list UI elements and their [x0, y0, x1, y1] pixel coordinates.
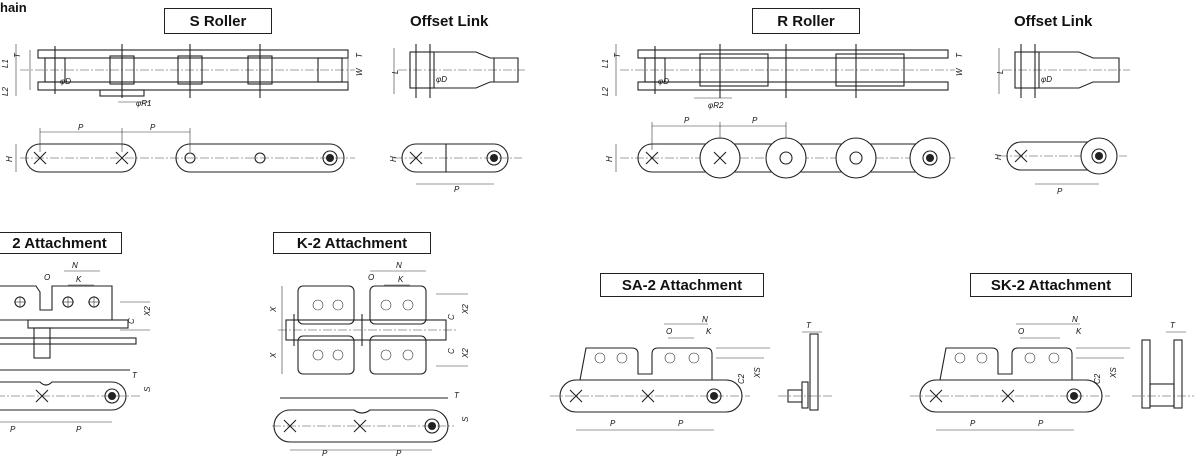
- a2-attachment-label: 2 Attachment: [0, 232, 122, 254]
- dim-o-a2: O: [44, 273, 50, 282]
- dim-l: L: [391, 70, 400, 74]
- dim-t-k2: T: [454, 391, 460, 400]
- dim-k-sk2: K: [1076, 327, 1082, 336]
- dim-x2-k2-2: X2: [461, 348, 470, 359]
- dim-phid-3: φD: [1041, 75, 1052, 84]
- k2-attachment-drawing: N K O X X C C X2 X2 T S P P: [269, 261, 470, 457]
- dim-h-offset-1: H: [389, 156, 398, 162]
- dim-t-r: T: [613, 52, 622, 58]
- dim-t-sk2: T: [1170, 321, 1176, 330]
- offset-link-label-2: Offset Link: [1014, 13, 1093, 30]
- dim-h-offset-2: H: [994, 154, 1003, 160]
- r-roller-side-view: P P H: [605, 116, 955, 179]
- dim-s-a2: S: [143, 386, 152, 392]
- dim-p1: P: [78, 123, 84, 132]
- dim-l1-r: L1: [601, 59, 610, 68]
- dim-x-k2-1: X: [269, 306, 278, 313]
- k2-attachment-label: K-2 Attachment: [273, 232, 431, 254]
- dim-l2: L2: [1, 87, 10, 96]
- dim-h: H: [5, 156, 14, 162]
- dim-k-sa2: K: [706, 327, 712, 336]
- sk2-attachment-drawing: N K O C2 XS P P T: [910, 315, 1194, 431]
- dim-x-k2-2: X: [269, 352, 278, 359]
- s-roller-top-view: T L1 L2 φD φR1 T W: [1, 44, 364, 108]
- page-title: hain: [0, 0, 27, 15]
- s-roller-label: S Roller: [164, 8, 272, 34]
- dim-c2-sa2: C2: [737, 373, 746, 384]
- dim-o-k2: O: [368, 273, 374, 282]
- dim-x2-a2: X2: [143, 306, 152, 317]
- dim-xs-sk2: XS: [1109, 367, 1118, 379]
- dim-p-offset-2: P: [1057, 187, 1063, 196]
- dim-n-sk2: N: [1072, 315, 1078, 324]
- dim-p-a2-1: P: [10, 425, 16, 434]
- dim-k-a2: K: [76, 275, 82, 284]
- dim-n-sa2: N: [702, 315, 708, 324]
- dim-o-sa2: O: [666, 327, 672, 336]
- dim-p-a2-2: P: [76, 425, 82, 434]
- dim-p-sa2-2: P: [678, 419, 684, 428]
- offset-link-side-view-1: P H: [389, 143, 522, 194]
- dim-c-k2-1: C: [447, 314, 456, 320]
- dim-p-k2-1: P: [322, 449, 328, 457]
- dim-k-k2: K: [398, 275, 404, 284]
- dim-x2-k2-1: X2: [461, 304, 470, 315]
- a2-attachment-drawing: N K O C X2 T S P P: [0, 261, 152, 434]
- dim-w: W: [355, 67, 364, 76]
- dim-t2: T: [355, 52, 364, 58]
- dim-l-2: L: [996, 70, 1005, 74]
- dim-o-sk2: O: [1018, 327, 1024, 336]
- r-roller-top-view: T L1 L2 φD φR2 T W: [601, 44, 964, 110]
- dim-h-r: H: [605, 156, 614, 162]
- dim-xs-sa2: XS: [753, 367, 762, 379]
- dim-phir1: φR1: [136, 99, 151, 108]
- offset-link-top-view-2: L φD: [996, 44, 1130, 98]
- dim-l2-r: L2: [601, 87, 610, 96]
- dim-p-r2: P: [752, 116, 758, 125]
- r-roller-label: R Roller: [752, 8, 860, 34]
- dim-t-sa2: T: [806, 321, 812, 330]
- dim-t-a2: T: [132, 371, 138, 380]
- sk2-attachment-label: SK-2 Attachment: [970, 273, 1132, 297]
- dim-p-offset-1: P: [454, 185, 460, 194]
- dim-phir2: φR2: [708, 101, 724, 110]
- dim-p2: P: [150, 123, 156, 132]
- dim-w-r: W: [955, 67, 964, 76]
- dim-s-k2: S: [461, 416, 470, 422]
- dim-t-r2: T: [955, 52, 964, 58]
- dim-c-a2: C: [127, 318, 136, 324]
- dim-t: T: [13, 52, 22, 58]
- sa2-attachment-drawing: N K O C2 XS P P T: [550, 315, 834, 431]
- s-roller-side-view: P P H: [5, 123, 355, 173]
- dim-p-sk2-1: P: [970, 419, 976, 428]
- dim-n-k2: N: [396, 261, 402, 270]
- dim-p-r1: P: [684, 116, 690, 125]
- dim-phid: φD: [60, 77, 71, 86]
- dim-n-a2: N: [72, 261, 78, 270]
- dim-c-k2-2: C: [447, 348, 456, 354]
- offset-link-top-view-1: L φD: [391, 44, 525, 98]
- dim-l1: L1: [1, 59, 10, 68]
- offset-link-label-1: Offset Link: [410, 13, 489, 30]
- dim-phid-r: φD: [658, 77, 669, 86]
- sa2-attachment-label: SA-2 Attachment: [600, 273, 764, 297]
- dim-c2-sk2: C2: [1093, 373, 1102, 384]
- dim-phid-2: φD: [436, 75, 447, 84]
- dim-p-sk2-2: P: [1038, 419, 1044, 428]
- dim-p-sa2-1: P: [610, 419, 616, 428]
- dim-p-k2-2: P: [396, 449, 402, 457]
- offset-link-side-view-2: P H: [994, 137, 1127, 196]
